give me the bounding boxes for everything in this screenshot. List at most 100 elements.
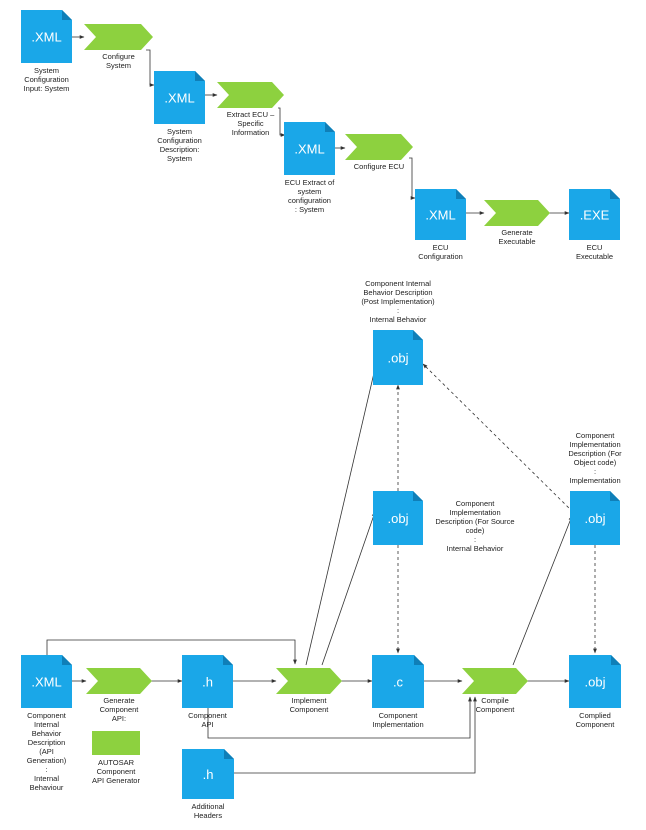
caption-line: Configure ECU bbox=[354, 162, 404, 171]
document-label: .obj bbox=[585, 511, 606, 526]
caption-line: Configuration bbox=[157, 136, 202, 145]
caption-line: Generation) bbox=[27, 756, 67, 765]
caption-line: Implement bbox=[291, 696, 327, 705]
caption-line: ECU Extract of bbox=[285, 178, 336, 187]
process-arrow-shape bbox=[345, 134, 413, 160]
document-label: .EXE bbox=[580, 208, 610, 223]
document-shape bbox=[569, 189, 620, 240]
arrow-compile-to-obj-objcode bbox=[512, 515, 573, 666]
caption-line: ECU bbox=[433, 243, 449, 252]
caption-line: : bbox=[474, 535, 476, 544]
caption-line: Component bbox=[576, 720, 616, 729]
caption-line: System bbox=[167, 154, 192, 163]
document-fold bbox=[611, 655, 621, 665]
tool-block-shape bbox=[92, 731, 140, 755]
dashed-obj-objcode-to-obj-post bbox=[422, 363, 574, 513]
caption-line: API bbox=[201, 720, 213, 729]
document-fold bbox=[610, 491, 620, 501]
document-fold bbox=[224, 749, 234, 759]
doc-xml-api-generation: .XMLComponentInternalBehaviorDescription… bbox=[21, 655, 72, 792]
document-shape bbox=[569, 655, 621, 708]
caption-line: Headers bbox=[194, 811, 223, 820]
document-label: .XML bbox=[31, 30, 61, 45]
caption-line: Behaviour bbox=[30, 783, 64, 792]
caption-line: ECU bbox=[587, 243, 603, 252]
caption-line: Component bbox=[456, 499, 496, 508]
caption-line: Description: bbox=[160, 145, 200, 154]
caption-line: Behavior bbox=[32, 729, 62, 738]
caption-line: Object code) bbox=[574, 458, 617, 467]
caption-line: API Generator bbox=[92, 776, 140, 785]
caption-line: Information bbox=[232, 128, 270, 137]
document-fold bbox=[62, 10, 72, 20]
document-label: .obj bbox=[388, 351, 409, 366]
document-label: .XML bbox=[425, 208, 455, 223]
caption-line: (API bbox=[39, 747, 54, 756]
arrow-configure-ecu-to-xml4 bbox=[409, 157, 416, 200]
document-fold bbox=[195, 71, 205, 81]
caption-line: Compile bbox=[481, 696, 509, 705]
connectors bbox=[46, 35, 573, 774]
caption-line: Component bbox=[97, 767, 137, 776]
caption-line: Component bbox=[476, 705, 516, 714]
caption-line: Specific bbox=[237, 119, 264, 128]
caption-line: : System bbox=[295, 205, 324, 214]
process-arrow-shape bbox=[484, 200, 550, 226]
caption-line: Generate bbox=[501, 228, 532, 237]
document-shape bbox=[372, 655, 424, 708]
arrow-extract-ecu-to-xml3 bbox=[278, 107, 286, 137]
caption-line: Executable bbox=[498, 237, 535, 246]
caption-line: Configuration bbox=[418, 252, 463, 261]
caption-line: Configure bbox=[102, 52, 135, 61]
process-arrow-shape bbox=[276, 668, 342, 694]
caption-line: Implementation bbox=[569, 440, 620, 449]
caption-line: Component bbox=[576, 431, 616, 440]
caption-line: System bbox=[106, 61, 131, 70]
process-arrow-shape bbox=[217, 82, 284, 108]
caption-line: : bbox=[45, 765, 47, 774]
caption-line: Description (For Source bbox=[435, 517, 514, 526]
caption-line: Implementation bbox=[372, 720, 423, 729]
document-shape bbox=[182, 749, 234, 799]
caption-line: Implementation bbox=[449, 508, 500, 517]
process-arrow-shape bbox=[84, 24, 153, 50]
caption-line: Executable bbox=[576, 252, 613, 261]
doc-xml-system-config-description: .XMLSystemConfigurationDescription:Syste… bbox=[154, 71, 205, 163]
process-arrow-shape bbox=[462, 668, 528, 694]
caption-line: Component bbox=[290, 705, 330, 714]
caption-line: Generate bbox=[103, 696, 134, 705]
caption-line: Component bbox=[188, 711, 228, 720]
caption-line: API: bbox=[112, 714, 126, 723]
document-shape bbox=[373, 330, 423, 385]
caption-line: Internal bbox=[34, 720, 59, 729]
document-fold bbox=[456, 189, 466, 199]
document-fold bbox=[413, 491, 423, 501]
caption-line: code) bbox=[466, 526, 485, 535]
caption-line: Internal Behavior bbox=[447, 544, 504, 553]
caption-line: : bbox=[397, 306, 399, 315]
caption-line: Component bbox=[379, 711, 419, 720]
document-shape bbox=[373, 491, 423, 545]
caption-line: AUTOSAR bbox=[98, 758, 135, 767]
document-fold bbox=[413, 330, 423, 340]
step-configure-ecu: Configure ECU bbox=[345, 134, 413, 171]
arrow-configure-system-to-xml2 bbox=[146, 49, 155, 87]
document-fold bbox=[610, 189, 620, 199]
caption-line: Configuration bbox=[24, 75, 69, 84]
caption-line: Component bbox=[100, 705, 140, 714]
process-arrow-shape bbox=[86, 668, 152, 694]
caption-line: Behavior Description bbox=[363, 288, 432, 297]
caption-line: Complied bbox=[579, 711, 611, 720]
dashed-connectors bbox=[396, 363, 597, 654]
document-label: .obj bbox=[388, 511, 409, 526]
arrow-h-api-to-compile bbox=[207, 696, 472, 739]
document-fold bbox=[325, 122, 335, 132]
